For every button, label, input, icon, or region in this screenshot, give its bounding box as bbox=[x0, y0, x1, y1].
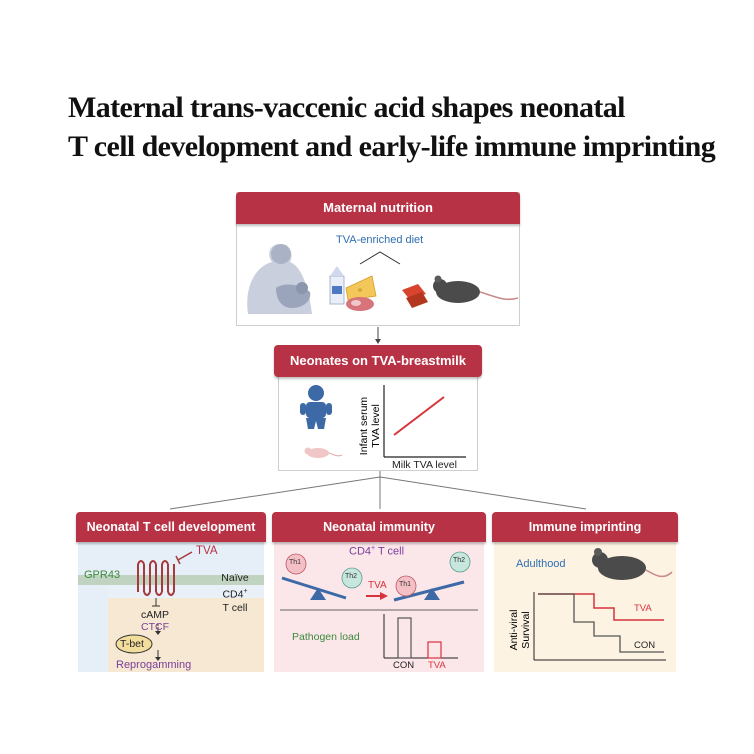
gpr43-receptor-icon bbox=[137, 560, 175, 596]
th1-label-before: Th1 bbox=[289, 559, 302, 566]
tva-inhibit-line bbox=[177, 551, 193, 561]
balance-after bbox=[393, 551, 471, 602]
balance-before bbox=[281, 553, 363, 600]
survival-curve-tva bbox=[538, 593, 664, 621]
diet-label: TVA-enriched diet bbox=[336, 234, 424, 246]
naive-cd4-label: Naïve CD4+ T cell bbox=[221, 572, 249, 614]
cheese-icon bbox=[345, 275, 377, 301]
camp-label: cAMP bbox=[141, 609, 170, 621]
bar-label-tva: TVA bbox=[428, 660, 446, 671]
th2-label-after: Th2 bbox=[453, 557, 466, 564]
title-line-2: T cell development and early-life immune… bbox=[68, 130, 716, 163]
imprinting-diagram bbox=[533, 548, 673, 661]
neonates-y-axis-label: Infant serum TVA level bbox=[358, 396, 382, 456]
tva-label: TVA bbox=[196, 545, 218, 557]
adult-mouse-icon bbox=[592, 548, 673, 580]
pathogen-bar-con bbox=[397, 617, 412, 659]
pathogen-load-label: Pathogen load bbox=[292, 631, 360, 643]
maternal-illustration bbox=[247, 244, 519, 314]
tbet-bubble bbox=[115, 634, 153, 654]
pathogen-bar-tva bbox=[427, 641, 442, 659]
milk-carton-icon bbox=[329, 266, 345, 305]
page-title: Maternal trans-vaccenic acid shapes neon… bbox=[68, 88, 728, 166]
bar-label-con: CON bbox=[393, 660, 415, 671]
th1-bubble-before bbox=[285, 553, 307, 575]
imprinting-panel-header: Immune imprinting bbox=[492, 512, 678, 542]
breastfeeding-mother-icon bbox=[247, 244, 312, 314]
immunity-diagram bbox=[280, 551, 478, 659]
neonates-trend-line bbox=[393, 396, 445, 436]
tcell-panel-header: Neonatal T cell development bbox=[76, 512, 266, 542]
immunity-panel-header: Neonatal immunity bbox=[272, 512, 486, 542]
th2-label-before: Th2 bbox=[345, 573, 358, 580]
connector-tree bbox=[169, 471, 587, 510]
th1-label-after: Th1 bbox=[399, 581, 412, 588]
neonates-x-axis-label: Milk TVA level bbox=[392, 459, 457, 471]
maternal-nutrition-header: Maternal nutrition bbox=[236, 192, 520, 224]
th2-bubble-after bbox=[449, 551, 471, 573]
cd4-cell-label: CD4+ T cell bbox=[349, 545, 405, 558]
reprogramming-label: Reprogamming bbox=[116, 659, 192, 671]
series-label-con: CON bbox=[634, 640, 656, 651]
gpr43-label: GPR43 bbox=[84, 569, 121, 581]
survival-curve-con bbox=[538, 593, 664, 653]
series-label-tva: TVA bbox=[634, 603, 652, 614]
tva-arrow-label: TVA bbox=[368, 580, 387, 591]
baby-icon bbox=[300, 385, 332, 429]
th2-bubble-before bbox=[341, 567, 363, 589]
mouse-icon bbox=[433, 275, 519, 303]
ctcf-label: CTCF bbox=[141, 621, 169, 633]
neonates-header: Neonates on TVA-breastmilk bbox=[274, 345, 482, 377]
pup-icon bbox=[304, 447, 343, 458]
connector-arrow-1 bbox=[375, 327, 381, 344]
title-line-1: Maternal trans-vaccenic acid shapes neon… bbox=[68, 91, 625, 124]
adulthood-label: Adulthood bbox=[516, 558, 566, 570]
tcell-diagram bbox=[78, 551, 264, 672]
imprinting-y-axis-label: Anti-viral Survival bbox=[508, 609, 532, 651]
neonates-illustration bbox=[300, 385, 466, 458]
tbet-label: T-bet bbox=[120, 638, 144, 650]
butter-icon bbox=[402, 284, 428, 308]
th1-bubble-after bbox=[395, 575, 417, 597]
diet-bracket bbox=[359, 251, 401, 265]
meat-icon bbox=[346, 297, 374, 311]
